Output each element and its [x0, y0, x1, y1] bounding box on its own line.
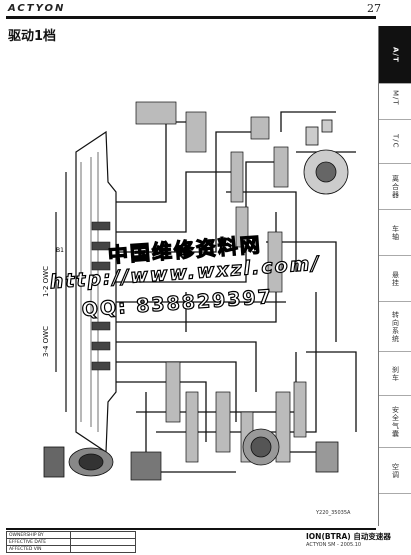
transmission-housing — [55, 130, 117, 454]
table-row: AFFECTED VIN — [6, 545, 136, 553]
circuit-svg: 1-2 OWC 3-4 OWC B1 — [42, 101, 357, 481]
tab-ac[interactable]: 空调 — [379, 448, 411, 494]
tab-mt[interactable]: M/T — [379, 76, 411, 120]
tab-steering[interactable]: 转向系统 — [379, 302, 411, 352]
header-rule — [6, 16, 376, 19]
oil-filter — [242, 428, 339, 473]
chapter-tab-strip: A/T M/T T/C 离合器 车轴 悬挂 转向系统 刹车 安全气囊 空调 — [378, 26, 411, 526]
approval-label: AFFECTED VIN — [6, 545, 71, 553]
document-subtitle: ACTYON SM - 2005.10 — [306, 542, 362, 548]
valve-bodies — [135, 101, 307, 463]
tab-clutch[interactable]: 离合器 — [379, 164, 411, 210]
approval-value — [70, 531, 136, 539]
page-header: ACTYON 27 — [0, 0, 411, 22]
section-title: 驱动1档 — [8, 29, 57, 44]
tab-suspension[interactable]: 悬挂 — [379, 256, 411, 302]
tab-at[interactable]: A/T — [379, 26, 411, 84]
approval-table: OWNERSHIP BY EFFECTIVE DATE AFFECTED VIN — [6, 531, 136, 553]
approval-label: EFFECTIVE DATE — [6, 538, 71, 546]
document-title: ION(BTRA) 自动变速器 — [306, 532, 391, 541]
table-row: OWNERSHIP BY — [6, 531, 136, 539]
solenoid-block — [303, 119, 349, 195]
page-number: 27 — [367, 2, 381, 15]
table-row: EFFECTIVE DATE — [6, 538, 136, 546]
tab-axle[interactable]: 车轴 — [379, 210, 411, 256]
label-3-4-owc: 3-4 OWC — [42, 326, 50, 357]
fluid-reservoir — [130, 451, 162, 481]
label-1-2-owc: 1-2 OWC — [42, 266, 50, 297]
hydraulic-circuit-diagram: 1-2 OWC 3-4 OWC B1 — [36, 92, 378, 487]
approval-label: OWNERSHIP BY — [6, 531, 71, 539]
tab-tc[interactable]: T/C — [379, 120, 411, 164]
approval-value — [70, 538, 136, 546]
brand-logo: ACTYON — [8, 3, 66, 14]
oil-pump — [43, 446, 114, 478]
figure-ref-code: Y220_35035A — [316, 510, 351, 516]
clutch-packs — [91, 221, 111, 371]
tab-airbag[interactable]: 安全气囊 — [379, 396, 411, 448]
label-b1: B1 — [56, 247, 64, 254]
approval-value — [70, 545, 136, 553]
footer-rule — [6, 528, 376, 530]
tab-brake[interactable]: 刹车 — [379, 352, 411, 396]
